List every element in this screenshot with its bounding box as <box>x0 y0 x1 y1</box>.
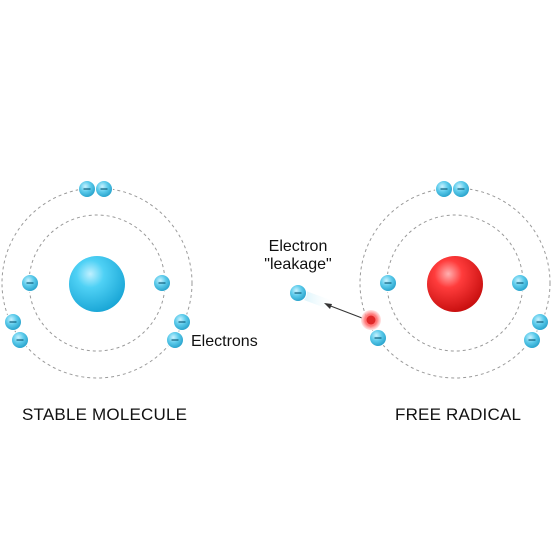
electron <box>166 331 184 349</box>
free-radical-atom <box>359 180 551 379</box>
electron <box>4 313 22 331</box>
leakage-trail <box>304 291 336 312</box>
electron-leakage <box>289 284 381 330</box>
electron <box>95 180 113 198</box>
nucleus-red <box>427 256 483 312</box>
stable-molecule-caption: STABLE MOLECULE <box>22 405 188 424</box>
electron <box>21 274 39 292</box>
electron <box>289 284 307 302</box>
stable-molecule-atom <box>1 180 193 379</box>
free-radical-caption: FREE RADICAL <box>395 405 522 424</box>
electron <box>452 180 470 198</box>
electron <box>153 274 171 292</box>
electrons-label: Electrons <box>191 333 258 350</box>
electron <box>531 313 549 331</box>
electron <box>523 331 541 349</box>
nucleus-blue <box>69 256 125 312</box>
leakage-arrow <box>327 304 363 319</box>
leakage-label-line1: Electron <box>268 238 328 255</box>
electron <box>11 331 29 349</box>
electron <box>511 274 529 292</box>
electron <box>435 180 453 198</box>
arrowhead-icon <box>324 303 332 309</box>
leakage-label-line2: "leakage" <box>264 256 332 274</box>
electron <box>369 329 387 347</box>
electron <box>78 180 96 198</box>
leakage-label: Electron "leakage" <box>258 238 338 275</box>
electron <box>379 274 397 292</box>
electron <box>173 313 191 331</box>
